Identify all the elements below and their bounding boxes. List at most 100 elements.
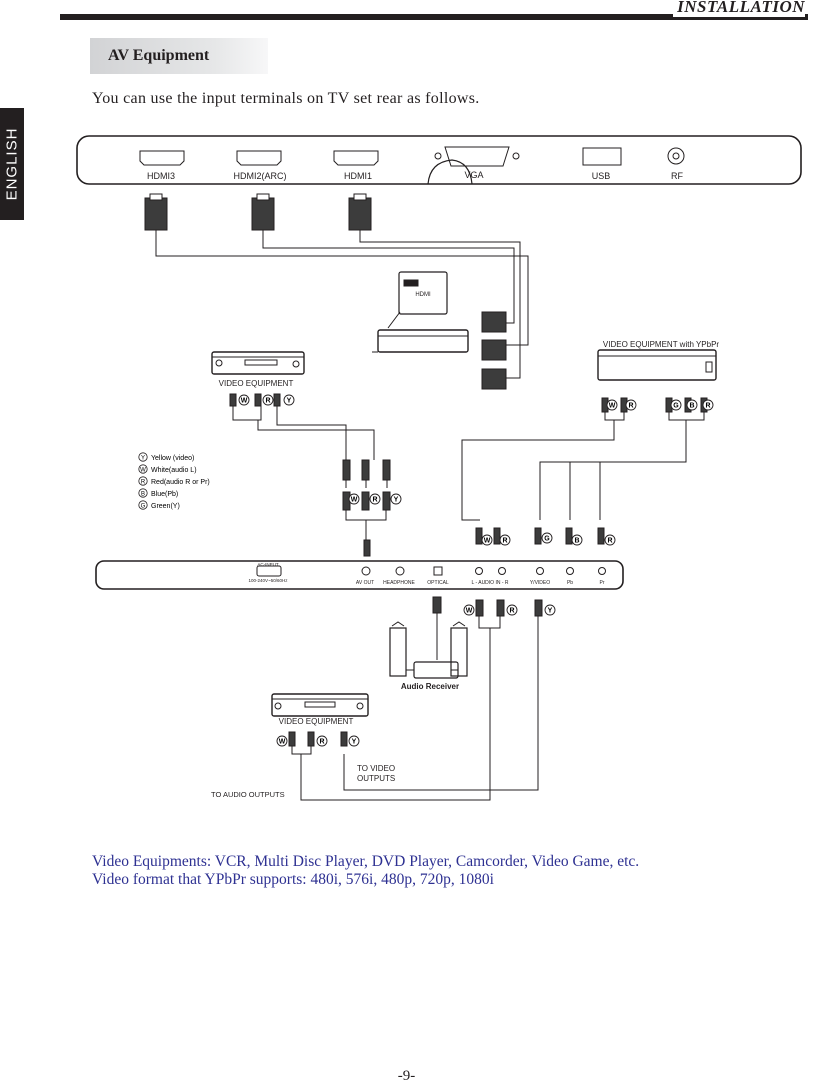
connector-badge — [348, 735, 360, 747]
usb-port-icon — [582, 147, 622, 166]
connector-badge — [481, 534, 493, 546]
connector-badge-letter: Y — [352, 739, 357, 746]
connector-badge-letter: R — [607, 538, 612, 545]
connector-badge — [702, 399, 714, 411]
legend-badge — [138, 476, 148, 486]
ac-input-label: AC-INPUT — [257, 562, 279, 567]
av-out-label: AV OUT — [356, 580, 374, 586]
connector-badge — [686, 399, 698, 411]
connector-badge — [316, 735, 328, 747]
connector-badge — [463, 604, 475, 616]
connector-badge-letter: R — [502, 538, 507, 545]
connector-badge-letter: W — [484, 538, 491, 545]
legend-badge — [138, 500, 148, 510]
left-speaker — [389, 627, 407, 677]
section-heading: AV Equipment — [90, 38, 268, 74]
connector-badge-letter: R — [628, 403, 633, 410]
hdmi1-port-icon — [333, 150, 379, 166]
legend-letter: W — [140, 467, 146, 473]
connector-badge-letter: Y — [394, 497, 399, 504]
connector-badge — [670, 399, 682, 411]
optical-label: OPTICAL — [427, 580, 449, 586]
port-label-vga: VGA — [464, 170, 483, 180]
audio-receiver-label: Audio Receiver — [401, 682, 459, 691]
vga-port-icon — [444, 146, 510, 167]
port-label-usb: USB — [592, 171, 611, 181]
connector-badge-letter: W — [351, 497, 358, 504]
hdmi-device-label: HDMI — [415, 292, 431, 298]
port-label-hdmi2: HDMI2(ARC) — [234, 171, 287, 181]
connector-badge-letter: R — [705, 403, 710, 410]
connector-badge — [262, 394, 274, 406]
connector-badge — [541, 532, 553, 544]
connector-badge — [276, 735, 288, 747]
port-label-hdmi3: HDMI3 — [147, 171, 175, 181]
headphone-port-icon — [395, 566, 405, 576]
rf-port-icon — [667, 147, 685, 165]
bottom-rear-panel — [95, 560, 624, 590]
footnote-equipments: Video Equipments: VCR, Multi Disc Player… — [92, 853, 640, 870]
legend-letter: R — [141, 479, 146, 485]
pb-label: Pb — [567, 580, 573, 586]
connector-badge-letter: Y — [287, 398, 292, 405]
connector-badge — [369, 493, 381, 505]
connector-badge-letter: R — [509, 608, 514, 615]
hdmi3-port-icon — [139, 150, 185, 166]
connector-badge-letter: B — [574, 538, 579, 545]
legend-text: Red(audio R or Pr) — [151, 479, 210, 486]
connector-badge — [283, 394, 295, 406]
connector-badge-letter: W — [609, 403, 616, 410]
legend-letter: B — [141, 491, 145, 497]
legend-badge — [138, 452, 148, 462]
language-tab: ENGLISH — [0, 108, 24, 220]
connector-badge-letter: G — [673, 403, 679, 410]
ac-input-port-icon — [256, 565, 282, 577]
connector-badge — [606, 399, 618, 411]
connector-badge — [238, 394, 250, 406]
hdmi-source-device — [377, 329, 469, 353]
connector-badge — [506, 604, 518, 616]
ypbpr-equipment-label: VIDEO EQUIPMENT with YPbPr — [603, 340, 720, 349]
footnote-ypbpr-formats: Video format that YPbPr supports: 480i, … — [92, 871, 494, 888]
optical-port-icon — [433, 566, 443, 576]
page-number: -9- — [397, 1068, 416, 1084]
connector-badge-letter: G — [544, 536, 550, 543]
to-video-outputs-line2: OUTPUTS — [357, 774, 395, 783]
connector-badge — [571, 534, 583, 546]
video-equipment-2 — [271, 693, 369, 717]
connector-badge-letter: B — [689, 403, 694, 410]
video-equipment-1-label: VIDEO EQUIPMENT — [219, 379, 294, 388]
connector-badge-letter: R — [372, 497, 377, 504]
port-label-rf: RF — [671, 171, 683, 181]
connector-badge — [544, 604, 556, 616]
header-title: INSTALLATION — [673, 0, 805, 17]
legend-badge — [138, 464, 148, 474]
top-rear-panel — [76, 135, 802, 185]
connector-badge-letter: R — [319, 739, 324, 746]
video-equipment-1 — [211, 351, 305, 375]
legend-badge — [138, 488, 148, 498]
legend-text: Blue(Pb) — [151, 491, 178, 498]
connector-badge — [604, 534, 616, 546]
ypbpr-equipment — [597, 349, 717, 381]
ac-rating-label: 100-240V~50/60Hz — [249, 578, 289, 583]
video-equipment-2-label: VIDEO EQUIPMENT — [279, 717, 354, 726]
connector-badge-letter: W — [466, 608, 473, 615]
connector-badge-letter: Y — [548, 608, 553, 615]
connector-badge — [390, 493, 402, 505]
legend-text: White(audio L) — [151, 467, 197, 474]
pr-label: Pr — [600, 580, 605, 586]
intro-text: You can use the input terminals on TV se… — [92, 90, 480, 107]
header-rule — [60, 14, 808, 20]
y-video-label: Y/VIDEO — [530, 580, 550, 586]
port-label-hdmi1: HDMI1 — [344, 171, 372, 181]
connector-badge — [499, 534, 511, 546]
right-speaker — [450, 627, 468, 677]
connector-badge — [348, 493, 360, 505]
section-title: AV Equipment — [108, 47, 210, 64]
to-video-outputs-line1: TO VIDEO — [357, 764, 395, 773]
connector-badge-letter: W — [241, 398, 248, 405]
